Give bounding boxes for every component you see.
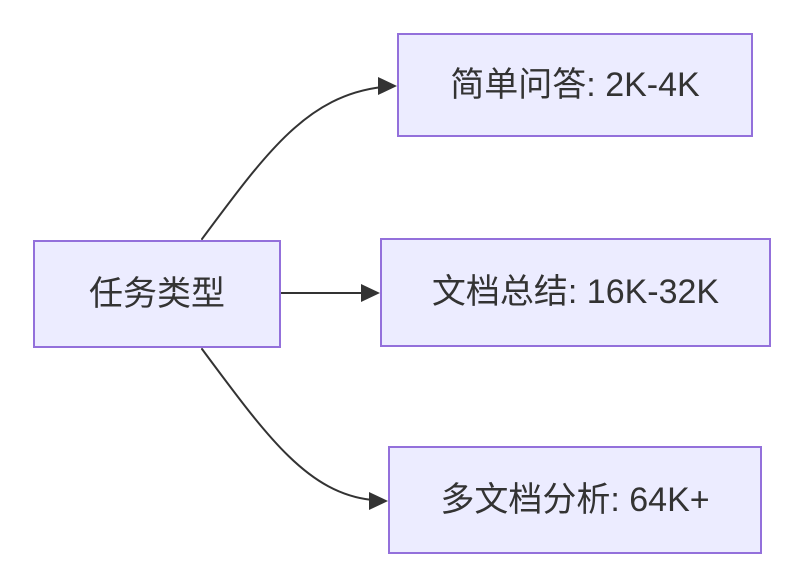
edge-root-to-simple-qa (201, 77, 397, 240)
arrowhead-icon (378, 77, 397, 95)
node-task-type-label: 任务类型 (89, 274, 225, 313)
edge-line (201, 348, 373, 501)
node-multi-doc-label: 多文档分析: 64K+ (440, 480, 710, 519)
arrowhead-icon (361, 284, 380, 302)
edge-root-to-multi-doc (201, 348, 388, 510)
node-simple-qa: 简单问答: 2K-4K (397, 33, 753, 137)
node-doc-summary-label: 文档总结: 16K-32K (431, 273, 720, 312)
arrowhead-icon (369, 492, 388, 510)
node-simple-qa-label: 简单问答: 2K-4K (450, 65, 700, 104)
node-doc-summary: 文档总结: 16K-32K (380, 238, 771, 347)
node-task-type: 任务类型 (33, 240, 281, 348)
edge-root-to-doc-summary (280, 284, 380, 302)
node-multi-doc: 多文档分析: 64K+ (388, 446, 762, 554)
edge-line (201, 86, 383, 240)
